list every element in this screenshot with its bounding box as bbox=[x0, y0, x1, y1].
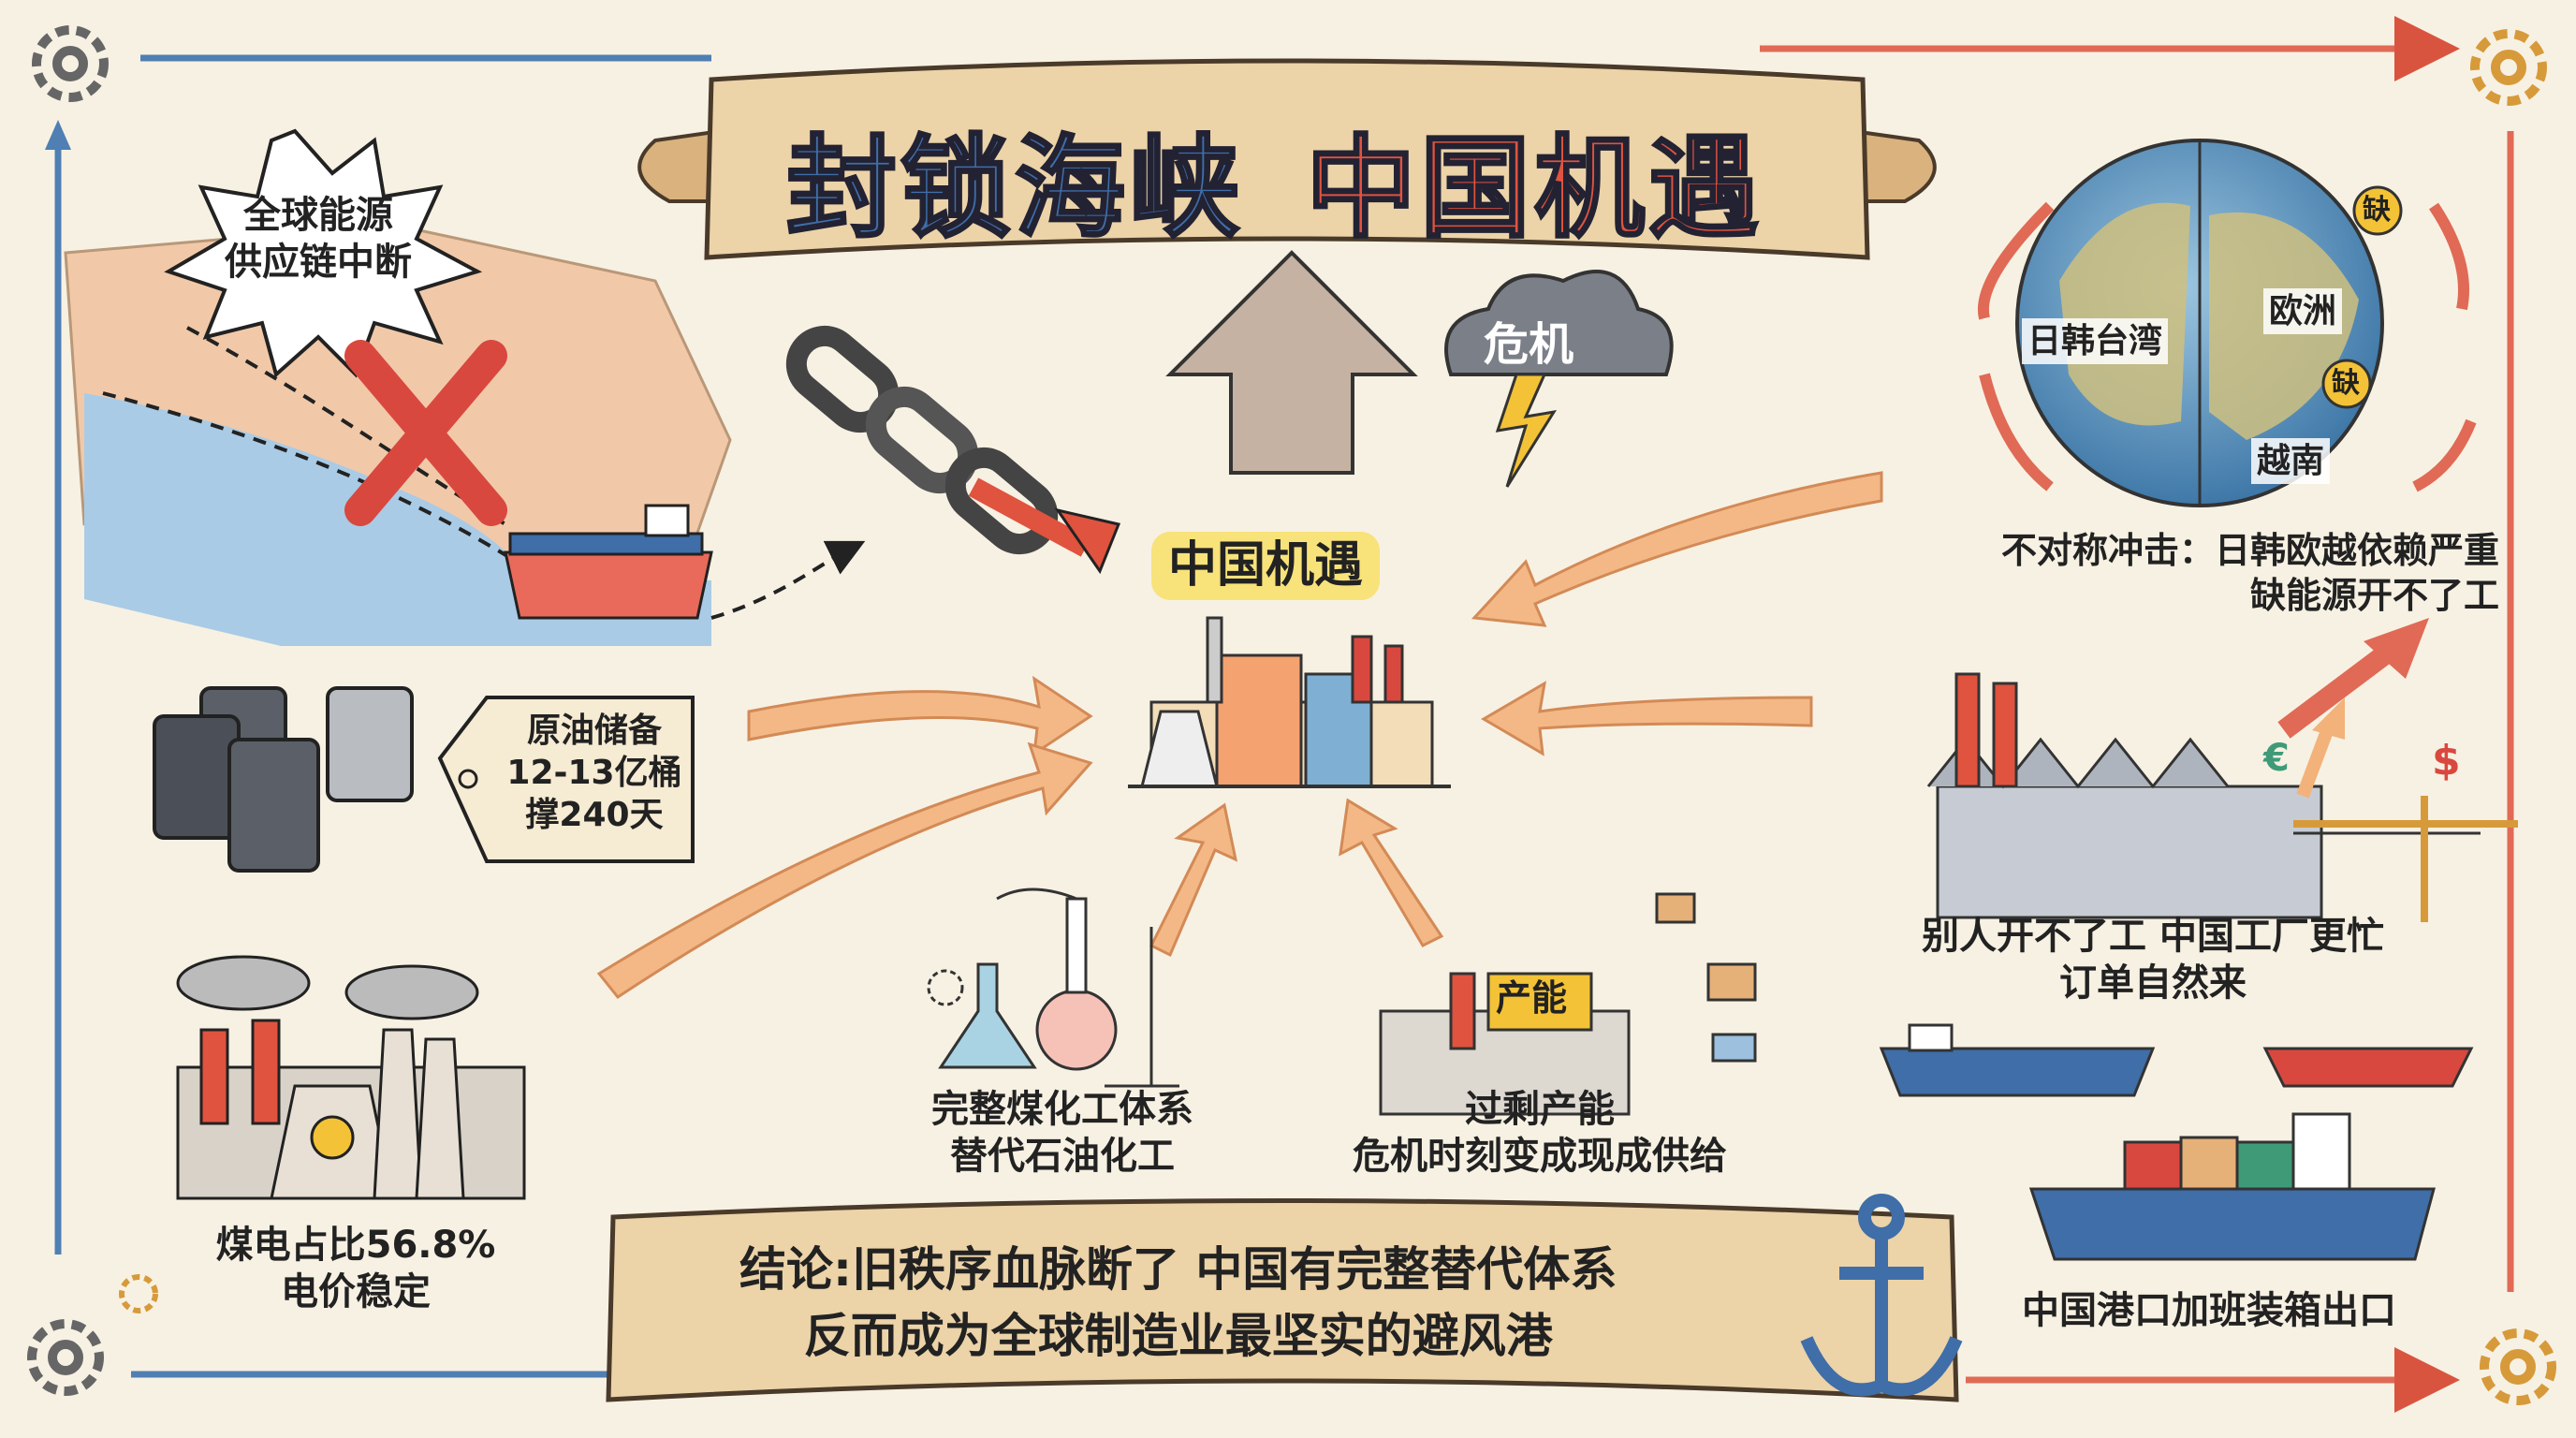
flow-arrows bbox=[596, 471, 1883, 1000]
conclusion-scroll bbox=[606, 1198, 1959, 1402]
up-arrow-icon bbox=[1165, 250, 1418, 475]
coal-chem-caption: 完整煤化工体系 替代石油化工 bbox=[913, 1086, 1212, 1180]
burst-label: 全球能源 供应链中断 bbox=[211, 192, 426, 286]
conclusion-line1: 结论:旧秩序血脉断了 中国有完整替代体系 bbox=[739, 1242, 1617, 1297]
busy-factory-icon bbox=[1926, 672, 2518, 922]
chemistry-flask-icon bbox=[927, 888, 1179, 1088]
coal-power-caption: 煤电占比56.8% 电价稳定 bbox=[201, 1222, 510, 1315]
factory-busy-line1: 别人开不了工 中国工厂更忙 bbox=[1922, 915, 2384, 958]
oil-tag-line3: 撑240天 bbox=[525, 796, 664, 834]
capacity-factory-icon bbox=[1379, 892, 1757, 1116]
oil-barrels-icon bbox=[153, 686, 414, 873]
title-scroll bbox=[637, 58, 1937, 260]
oil-tag-line2: 12-13亿桶 bbox=[506, 754, 682, 792]
capacity-caption: 过剩产能 危机时刻变成现成供给 bbox=[1353, 1086, 1727, 1180]
globe-label-europe: 欧洲 bbox=[2263, 288, 2343, 334]
center-factory-icon bbox=[1128, 616, 1451, 788]
conclusion-line2: 反而成为全球制造业最坚实的避风港 bbox=[803, 1308, 1553, 1363]
broken-chain-icon bbox=[785, 325, 1059, 555]
globe-icon bbox=[2015, 139, 2403, 507]
close-icon bbox=[344, 340, 507, 526]
power-plant-icon bbox=[176, 955, 526, 1200]
gear-icon bbox=[27, 25, 2556, 1405]
burst-label-line1: 全球能源 bbox=[243, 194, 393, 237]
factory-busy-line2: 订单自然来 bbox=[2059, 961, 2247, 1005]
globe-arrows bbox=[1977, 201, 2477, 492]
title-left: 封锁海峡 bbox=[784, 123, 1244, 255]
capacity-line2: 危机时刻变成现成供给 bbox=[1353, 1135, 1727, 1178]
capacity-line1: 过剩产能 bbox=[1465, 1088, 1615, 1131]
shortage-badge-1: 缺 bbox=[2363, 194, 2391, 227]
crisis-cloud-icon bbox=[1444, 270, 1674, 488]
euro-icon: € bbox=[2263, 737, 2290, 780]
coal-chem-line1: 完整煤化工体系 bbox=[931, 1088, 1193, 1131]
port-caption: 中国港口加班装箱出口 bbox=[2022, 1289, 2396, 1332]
frame bbox=[45, 16, 2514, 1413]
oil-tanker-icon bbox=[504, 504, 713, 620]
conclusion-text: 结论:旧秩序血脉断了 中国有完整替代体系 反而成为全球制造业最坚实的避风港 bbox=[739, 1240, 1617, 1365]
price-tag-shape bbox=[437, 696, 695, 863]
oil-tag-text: 原油储备 12-13亿桶 撑240天 bbox=[501, 710, 688, 836]
strait-map bbox=[64, 223, 866, 646]
dollar-icon: $ bbox=[2432, 737, 2461, 785]
factory-busy-caption: 别人开不了工 中国工厂更忙 订单自然来 bbox=[1891, 913, 2415, 1006]
coal-chem-line2: 替代石油化工 bbox=[950, 1135, 1175, 1178]
growth-arrows bbox=[2277, 618, 2429, 799]
asym-line1: 不对称冲击：日韩欧越依赖严重 bbox=[2000, 530, 2499, 571]
cargo-ships-icon bbox=[1879, 1023, 2474, 1261]
coal-power-line2: 电价稳定 bbox=[281, 1270, 431, 1313]
capacity-badge: 产能 bbox=[1496, 977, 1568, 1019]
coal-power-line1: 煤电占比56.8% bbox=[215, 1224, 496, 1267]
globe-label-japan-korea-taiwan: 日韩台湾 bbox=[2022, 318, 2169, 364]
asym-line2: 缺能源开不了工 bbox=[2249, 574, 2499, 616]
crisis-label: 危机 bbox=[1484, 318, 1574, 371]
burst-label-line2: 供应链中断 bbox=[225, 241, 412, 284]
shortage-badge-2: 缺 bbox=[2332, 367, 2360, 400]
anchor-icon bbox=[1800, 1194, 1963, 1397]
asymmetric-shock-caption: 不对称冲击：日韩欧越依赖严重 缺能源开不了工 bbox=[1900, 529, 2499, 618]
title-right: 中国机遇 bbox=[1304, 123, 1764, 255]
burst-shape bbox=[164, 128, 483, 378]
oil-tag-line1: 原油储备 bbox=[526, 712, 662, 750]
center-label: 中国机遇 bbox=[1151, 532, 1381, 600]
globe-label-vietnam: 越南 bbox=[2251, 438, 2331, 484]
